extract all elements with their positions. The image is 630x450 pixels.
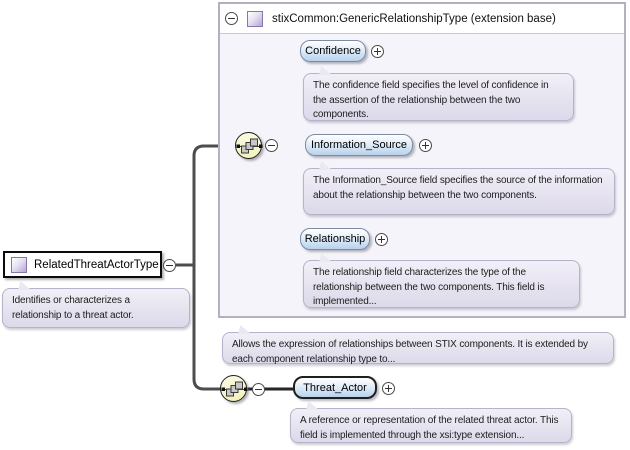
annotation-text: A reference or representation of the rel… xyxy=(300,415,559,441)
complex-type-icon xyxy=(11,256,27,273)
collapse-icon[interactable] xyxy=(252,383,265,396)
root-element-label: RelatedThreatActorType xyxy=(34,258,159,271)
annotation-confidence: The confidence field specifies the level… xyxy=(303,73,574,121)
annotation-text: The confidence field specifies the level… xyxy=(313,80,549,120)
sequence-icon[interactable] xyxy=(235,132,263,159)
annotation-information-source: The Information_Source field specifies t… xyxy=(303,168,615,215)
collapse-icon[interactable] xyxy=(225,12,238,25)
element-label: Threat_Actor xyxy=(303,381,367,394)
expand-icon[interactable] xyxy=(371,45,384,58)
element-pill-relationship[interactable]: Relationship xyxy=(300,228,370,250)
root-element-box[interactable]: RelatedThreatActorType xyxy=(3,251,162,278)
annotation-relationship: The relationship field characterizes the… xyxy=(303,260,580,308)
element-pill-information-source[interactable]: Information_Source xyxy=(305,134,413,156)
extension-base-header: stixCommon:GenericRelationshipType (exte… xyxy=(220,4,624,34)
expand-icon[interactable] xyxy=(382,382,395,395)
extension-base-title: stixCommon:GenericRelationshipType (exte… xyxy=(272,12,556,25)
collapse-icon[interactable] xyxy=(163,259,176,272)
collapse-icon[interactable] xyxy=(265,139,278,152)
element-pill-confidence[interactable]: Confidence xyxy=(300,40,366,62)
annotation-extension-base: Allows the expression of relationships b… xyxy=(222,332,614,365)
element-label: Relationship xyxy=(304,233,366,245)
annotation-text: Allows the expression of relationships b… xyxy=(232,339,588,365)
annotation-text: The Information_Source field specifies t… xyxy=(313,175,603,201)
expand-icon[interactable] xyxy=(375,233,388,246)
expand-icon[interactable] xyxy=(419,139,432,152)
complex-type-icon xyxy=(247,10,263,27)
annotation-text: Identifies or characterizes a relationsh… xyxy=(12,295,134,321)
annotation-root: Identifies or characterizes a relationsh… xyxy=(2,288,190,328)
element-label: Confidence xyxy=(305,45,361,57)
element-pill-threat-actor[interactable]: Threat_Actor xyxy=(293,376,377,399)
sequence-icon[interactable] xyxy=(220,375,248,402)
element-label: Information_Source xyxy=(311,139,407,151)
annotation-threat-actor: A reference or representation of the rel… xyxy=(290,408,572,443)
annotation-text: The relationship field characterizes the… xyxy=(313,267,545,307)
